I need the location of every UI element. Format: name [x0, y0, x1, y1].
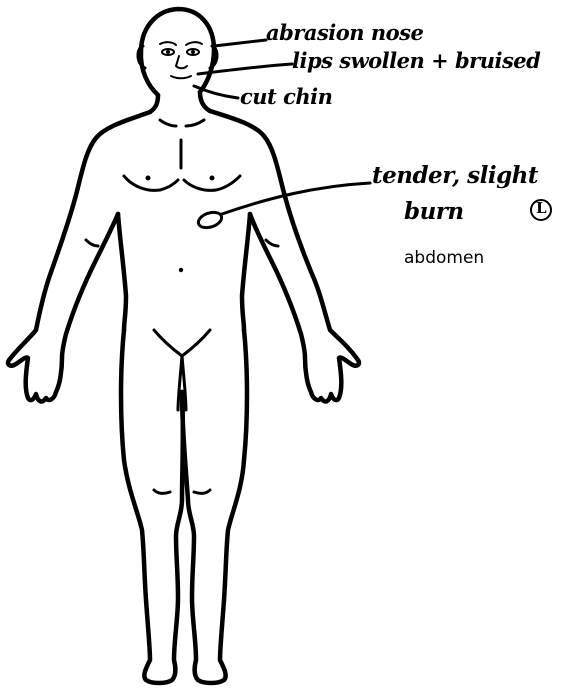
neck-right: [200, 92, 210, 111]
leader-line-abdomen: [222, 183, 370, 214]
annotation-nose: abrasion nose: [266, 22, 423, 43]
abdomen-injury-circle: [196, 210, 223, 231]
groin-line: [154, 330, 210, 356]
annotation-abdomen-line2: burn: [404, 200, 464, 223]
left-inner-arm: [118, 214, 126, 330]
leader-line-nose: [214, 40, 266, 46]
right-inner-arm: [242, 214, 250, 330]
neck-left: [150, 95, 158, 112]
right-elbow-mark: [266, 240, 278, 246]
navel: [179, 268, 183, 272]
right-nipple: [210, 176, 215, 181]
left-knee-mark: [154, 490, 170, 493]
left-body-outline: [8, 112, 150, 401]
annotation-abdomen-label: abdomen: [404, 250, 484, 267]
right-body-outline: [210, 111, 359, 401]
right-collar: [186, 120, 204, 126]
left-elbow-mark: [86, 240, 98, 246]
left-collar: [160, 120, 176, 126]
annotation-side-letter: L: [536, 201, 546, 216]
right-eyebrow: [186, 42, 202, 45]
left-leg-outline: [121, 330, 183, 683]
mouth: [171, 76, 191, 78]
annotation-lips: lips swollen + bruised: [292, 50, 540, 71]
head-outline: [141, 9, 214, 95]
left-pectoral: [124, 176, 178, 190]
annotation-chin: cut chin: [240, 86, 332, 107]
right-leg-outline: [182, 330, 247, 683]
left-eyebrow: [160, 42, 176, 45]
right-knee-mark: [194, 490, 210, 493]
nose: [176, 56, 187, 68]
left-nipple: [146, 176, 151, 181]
annotation-abdomen-line1: tender, slight: [372, 164, 538, 187]
